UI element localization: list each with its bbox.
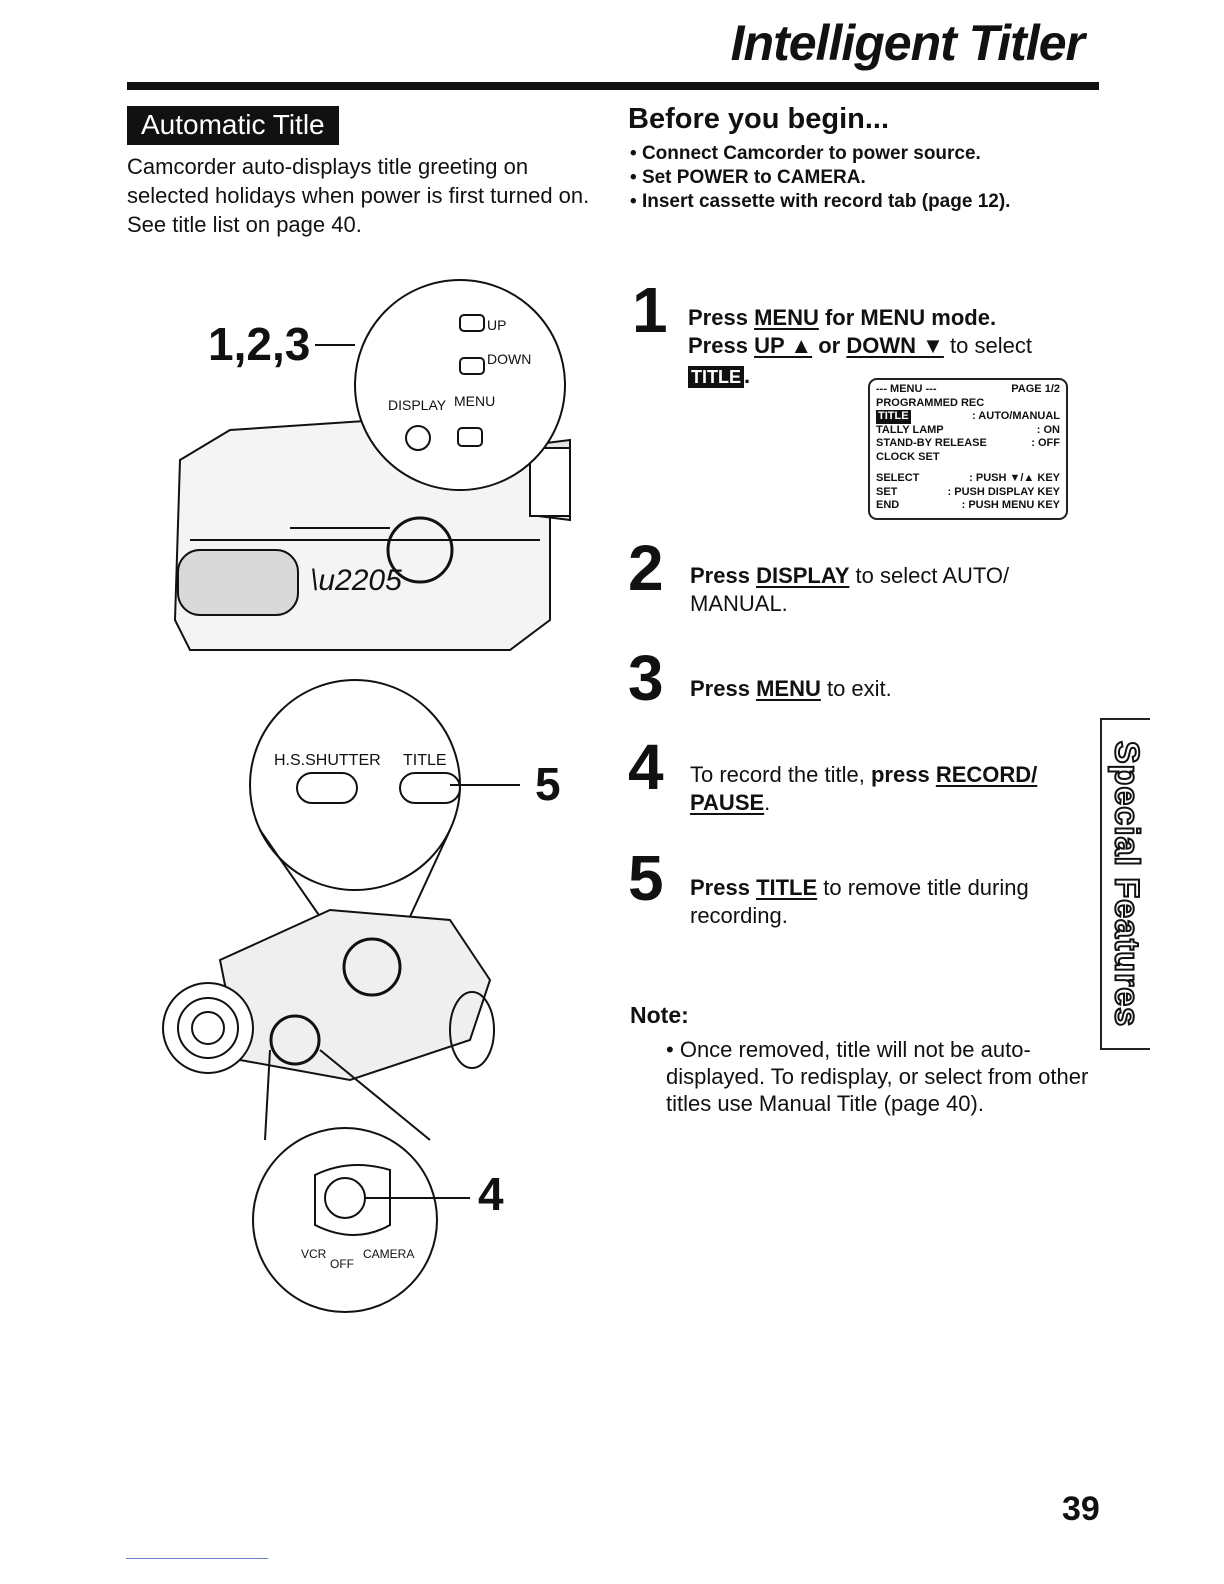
up-label: UP	[487, 317, 506, 333]
display-key: DISPLAY	[756, 563, 850, 588]
page-title: Intelligent Titler	[730, 15, 1085, 71]
menu-row-label: TITLE	[876, 410, 911, 424]
callout-1-2-3: 1,2,3	[208, 318, 310, 370]
menu-row-value: : AUTO/MANUAL	[972, 410, 1060, 422]
step-text: Press	[688, 333, 755, 358]
title-label: TITLE	[403, 752, 447, 769]
list-item: Insert cassette with record tab (page 12…	[630, 190, 1011, 214]
step-number: 2	[628, 532, 664, 604]
side-tab: Special Features	[1100, 718, 1150, 1050]
step-2-text: Press DISPLAY to select AUTO/ MANUAL.	[690, 562, 1080, 618]
camcorder-illustration: \u2205 UP	[162, 279, 571, 1313]
step-text: or	[812, 333, 847, 358]
before-you-begin-list: Connect Camcorder to power source. Set P…	[630, 142, 1011, 214]
hs-shutter-button	[296, 772, 358, 804]
step-number: 4	[628, 731, 664, 803]
list-item: Connect Camcorder to power source.	[630, 142, 1010, 166]
hs-shutter-label: H.S.SHUTTER	[274, 752, 381, 769]
up-button	[459, 314, 485, 332]
footer-rule	[126, 1558, 268, 1559]
menu-footer-value: : PUSH ▼/▲ KEY	[969, 472, 1060, 484]
menu-screen: --- MENU --- PAGE 1/2 PROGRAMMED REC TITL…	[868, 378, 1068, 520]
menu-key: MENU	[756, 676, 821, 701]
before-you-begin-heading: Before you begin...	[628, 103, 890, 135]
title-button-zoom-circle	[249, 679, 461, 891]
menu-footer-label: SET	[876, 485, 898, 498]
step-text: to remove title during recording.	[690, 875, 1029, 928]
title-rule	[127, 82, 1099, 90]
callout-4: 4	[478, 1168, 504, 1220]
menu-row-label: TALLY LAMP	[876, 423, 944, 436]
menu-footer-label: END	[876, 499, 900, 511]
step-5-text: Press TITLE to remove title during recor…	[690, 874, 1080, 930]
step-text: for MENU mode.	[818, 305, 997, 330]
step-4-text: To record the title, press RECORD/ PAUSE…	[690, 761, 1080, 817]
list-item: Set POWER to CAMERA.	[630, 166, 1010, 190]
record-pause-key: RECORD/ PAUSE	[690, 762, 1038, 815]
note-body: Once removed, title will not be auto-dis…	[666, 1037, 1089, 1116]
off-label: OFF	[330, 1257, 354, 1271]
power-switch-zoom-circle	[252, 1127, 438, 1313]
down-button	[459, 357, 485, 375]
step-text: to select AUTO/ MANUAL.	[690, 563, 1010, 616]
display-button	[405, 425, 431, 451]
step-number: 3	[628, 642, 664, 714]
step-text: .	[764, 790, 771, 815]
side-tab-label: Special Features	[1107, 740, 1147, 1028]
power-switch	[314, 1164, 391, 1236]
step-3-text: Press MENU to exit.	[690, 675, 1080, 703]
title-chip: TITLE	[688, 366, 744, 388]
menu-buttons-zoom-circle	[354, 279, 566, 491]
display-label: DISPLAY	[388, 397, 447, 413]
menu-footer-value: : PUSH DISPLAY KEY	[947, 485, 1060, 498]
zoom-source-circle	[386, 516, 454, 584]
title-button	[399, 772, 461, 804]
step-text: Press	[690, 676, 757, 701]
menu-header-right: PAGE 1/2	[1011, 383, 1060, 395]
step-number: 5	[628, 842, 664, 914]
menu-header-left: --- MENU ---	[876, 383, 937, 395]
menu-footer-value: : PUSH MENU KEY	[961, 499, 1060, 511]
menu-row-value: : ON	[1036, 423, 1060, 436]
down-label: DOWN	[487, 351, 531, 367]
vcr-label: VCR	[301, 1247, 327, 1261]
menu-label: MENU	[454, 393, 495, 409]
section-badge: Automatic Title	[127, 106, 339, 145]
note-text: • Once removed, title will not be auto-d…	[666, 1037, 1089, 1116]
camera-label: CAMERA	[363, 1247, 414, 1261]
page-number: 39	[1062, 1490, 1100, 1528]
step-text: Press	[690, 563, 757, 588]
up-key: UP ▲	[754, 333, 813, 358]
camcorder-body-bottom	[162, 908, 495, 1082]
step-text: Press	[688, 305, 755, 330]
menu-row-label: PROGRAMMED REC	[876, 396, 985, 409]
step-text: Press	[690, 875, 757, 900]
menu-row-label: CLOCK SET	[876, 450, 940, 463]
menu-key: MENU	[754, 305, 819, 330]
menu-button	[457, 427, 483, 447]
step-text: press	[870, 762, 936, 787]
step-text: to select	[943, 333, 1032, 358]
menu-row-label: STAND-BY RELEASE	[876, 437, 987, 449]
down-key: DOWN ▼	[846, 333, 944, 358]
step-1-text: Press MENU for MENU mode. Press UP ▲ or …	[688, 305, 1032, 388]
step-number: 1	[632, 274, 668, 346]
note-heading: Note:	[630, 1002, 689, 1028]
menu-footer-label: SELECT	[876, 472, 920, 484]
svg-text:\u2205: \u2205	[310, 564, 402, 597]
step-text: to exit.	[820, 676, 892, 701]
title-key: TITLE	[756, 875, 818, 900]
step-text: To record the title,	[690, 762, 871, 787]
menu-row-value: : OFF	[1031, 437, 1060, 449]
intro-text: Camcorder auto-displays title greeting o…	[127, 154, 590, 237]
callout-5: 5	[535, 758, 561, 810]
